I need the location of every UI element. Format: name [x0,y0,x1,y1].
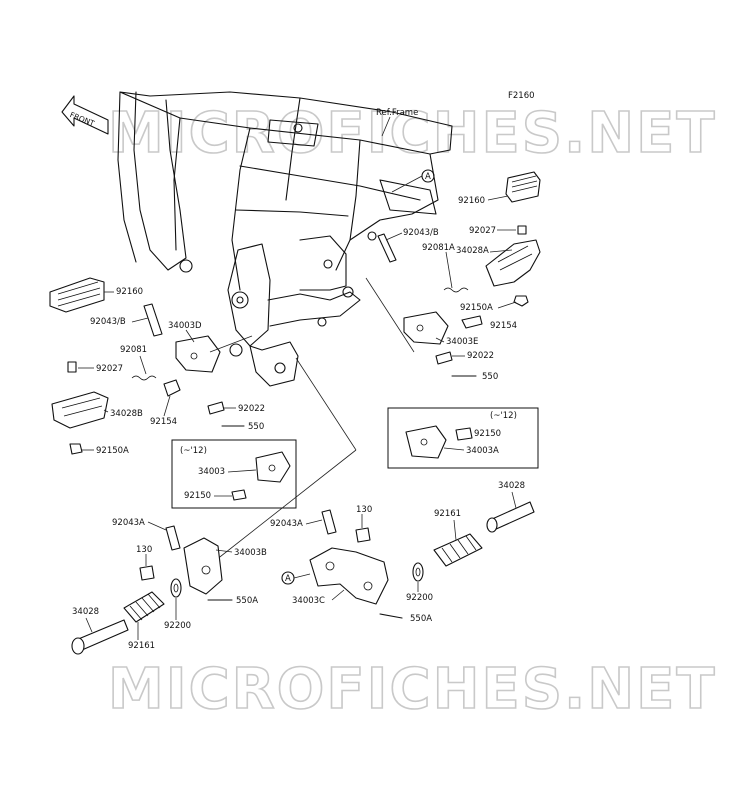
lower-left-pin-92043A [165,525,181,551]
label-34003C: 34003C [292,596,325,606]
inset-left-title: (~'12) [180,446,207,456]
label-92043B-r: 92043/B [403,228,439,238]
marker-a-bottom: A [281,571,311,585]
lower-right-pin-92043A [321,509,337,535]
left-pin-92043B [143,303,163,337]
label-92154-r: 92154 [490,321,517,331]
lower-left-peg-rubber-92161 [123,591,165,623]
left-bolt-92154 [163,379,181,397]
inset-right-title: (~'12) [490,411,517,421]
label-550A-l: 550A [236,596,258,606]
watermark-top: MICROFICHES.NET [108,101,717,166]
label-92022-r: 92022 [467,351,494,361]
left-washer-92022 [207,401,225,415]
lower-right-washer-92200 [412,562,424,582]
lower-left-washer-92200 [170,578,182,598]
label-92150A-l: 92150A [96,446,129,456]
inset-right-bracket-34003A [405,425,447,459]
left-footpeg-34028B [51,391,109,429]
label-550-l: 550 [248,422,264,432]
label-34028A: 34028A [456,246,489,256]
inset-box-left [171,439,297,509]
label-92160-l: 92160 [116,287,143,297]
label-92154-l: 92154 [150,417,177,427]
inset-box-right [387,407,539,469]
right-spacer-92027 [517,225,527,235]
label-92081A: 92081A [422,243,455,253]
right-bolt-92150A [513,295,529,307]
lower-right-bracket-34003C [309,547,389,605]
label-92161-r: 92161 [434,509,461,519]
label-92027-l: 92027 [96,364,123,374]
left-footpeg-rubber-92160 [49,277,105,313]
label-92081: 92081 [120,345,147,355]
label-550A-r: 550A [410,614,432,624]
svg-text:A: A [285,574,291,584]
label-34028B: 34028B [110,409,143,419]
label-34003B: 34003B [234,548,267,558]
left-bracket-34003D [175,335,221,373]
lower-right-peg-rubber-92161 [433,533,483,567]
figure-code: F2160 [508,91,535,101]
label-550-r: 550 [482,372,498,382]
label-92200-r: 92200 [406,593,433,603]
label-92161-l: 92161 [128,641,155,651]
label-92200-l: 92200 [164,621,191,631]
left-bolt-92150A [69,443,83,455]
label-34028-r: 34028 [498,481,525,491]
right-footpeg-rubber [505,171,541,203]
label-130-l: 130 [136,545,152,555]
label-34003D: 34003D [168,321,202,331]
label-inset-92150-l: 92150 [184,491,211,501]
lower-left-bracket-34003B [183,537,223,595]
right-washer-92022 [435,351,453,365]
lower-right-peg-shaft-34028 [486,501,535,533]
label-inset-34003: 34003 [198,467,225,477]
label-92022-l: 92022 [238,404,265,414]
label-92150A-r: 92150A [460,303,493,313]
lower-left-bolt-130 [139,565,155,581]
right-bracket-34003E [403,311,449,345]
label-inset-34003A: 34003A [466,446,499,456]
left-spacer-92027 [67,361,77,373]
front-arrow-icon: FRONT [61,95,109,135]
right-spring-92081A [443,287,469,293]
label-130-r: 130 [356,505,372,515]
label-92043B-l: 92043/B [90,317,126,327]
label-34003E: 34003E [446,337,478,347]
right-bolt-92154 [461,315,483,329]
left-spring-92081 [131,375,157,381]
label-34028-l: 34028 [72,607,99,617]
lower-right-cotter-pin-550A [379,613,403,619]
lower-right-bolt-130 [355,527,371,543]
marker-a-top: A [391,169,435,193]
label-92043A-l: 92043A [112,518,145,528]
watermark-bottom: MICROFICHES.NET [108,657,717,722]
frame-assembly [117,91,453,387]
label-inset-92150-r: 92150 [474,429,501,439]
right-footpeg-34028A [485,239,541,287]
label-92027-r: 92027 [469,226,496,236]
svg-text:A: A [425,172,431,182]
right-pin-92043 [377,233,397,263]
inset-left-bolt-92150 [231,489,247,501]
lower-left-peg-shaft-34028 [71,619,129,655]
inset-left-bracket-34003 [255,451,291,483]
label-92043A-r: 92043A [270,519,303,529]
inset-right-bolt-92150 [455,427,473,441]
label-92160-r: 92160 [458,196,485,206]
